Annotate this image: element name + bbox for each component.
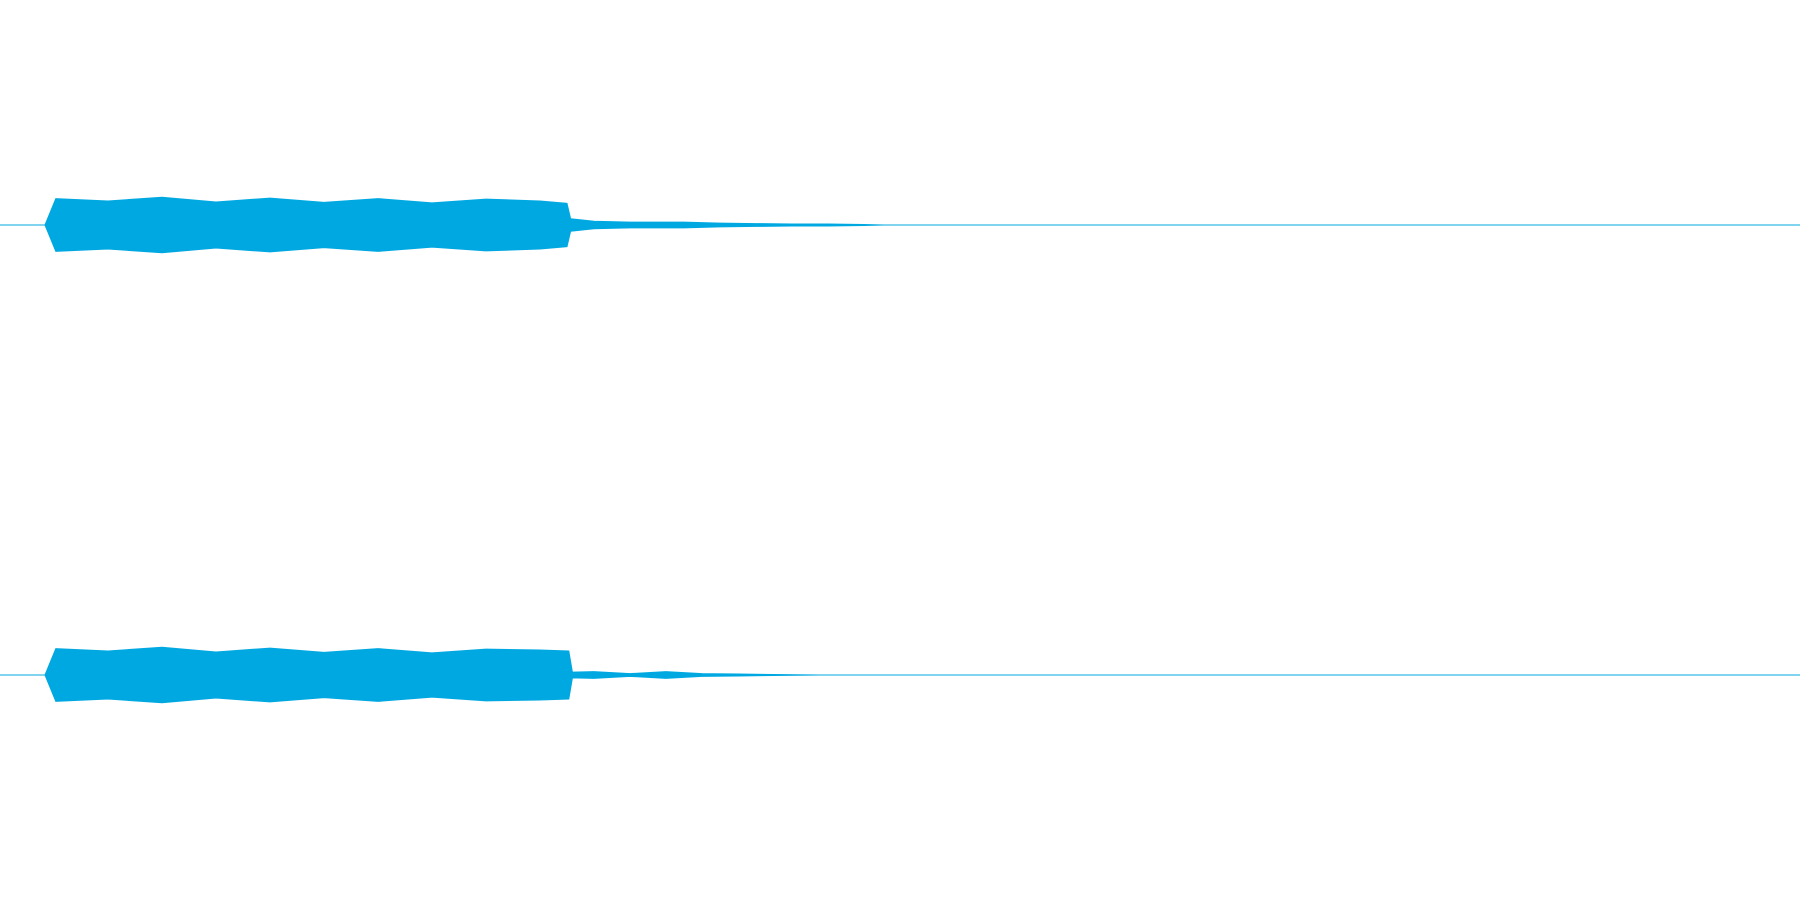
channel-1-waveform [0,196,1800,254]
channel-2-waveform [0,646,1800,704]
channel-1-track[interactable] [0,196,1800,254]
channel-2-track[interactable] [0,646,1800,704]
